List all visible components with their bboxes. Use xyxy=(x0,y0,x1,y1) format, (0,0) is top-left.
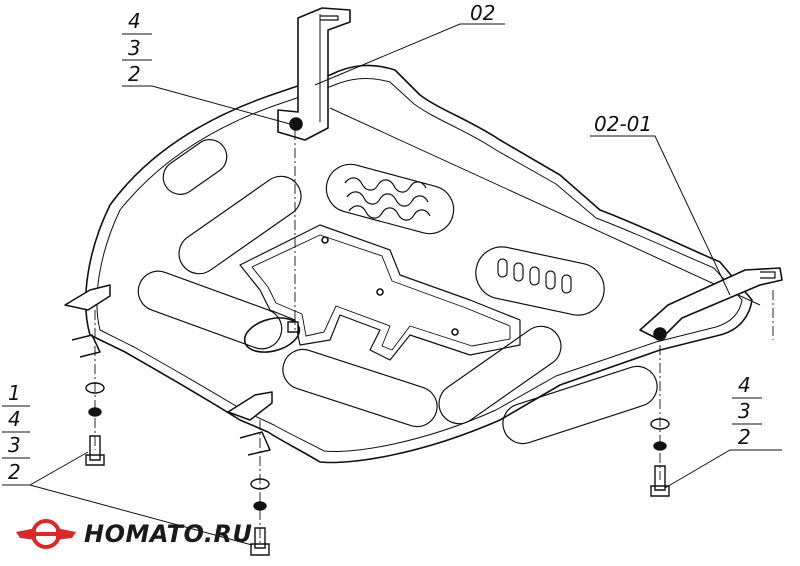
central-channel xyxy=(239,224,521,361)
rib xyxy=(178,175,302,275)
vent-slot xyxy=(561,274,572,294)
leader xyxy=(122,85,291,125)
mid-tab-slot xyxy=(239,431,271,456)
leader xyxy=(664,449,782,489)
mid-tab xyxy=(227,391,273,421)
logo-bar xyxy=(36,532,56,536)
vent-slot xyxy=(348,205,431,221)
bracket-top-nut xyxy=(289,117,303,131)
bracket-right xyxy=(639,267,783,341)
callout-right-0: 4 xyxy=(738,373,751,397)
plate-inner-edge xyxy=(96,78,743,452)
bracket-right-nut xyxy=(653,327,667,341)
central-channel-inner xyxy=(251,234,511,351)
callout-top-left-1: 3 xyxy=(128,36,141,60)
leader xyxy=(590,135,731,296)
rib xyxy=(162,139,228,195)
vent-slot xyxy=(344,177,427,193)
callout-left-0: 1 xyxy=(8,381,21,405)
callout-labels: 4 3 2 02 02-01 4 3 2 1 4 3 2 xyxy=(8,1,751,484)
rib xyxy=(438,325,562,425)
vent-slots-right xyxy=(497,258,572,294)
bolt xyxy=(650,465,670,497)
vent-slot xyxy=(513,262,524,282)
vent-slots-top xyxy=(344,177,431,221)
callout-left-2: 3 xyxy=(8,433,21,457)
winged-logo-icon xyxy=(16,519,76,549)
callout-left-1: 4 xyxy=(8,407,21,431)
drain-recess xyxy=(243,317,301,353)
leader-lines xyxy=(2,23,782,546)
rib xyxy=(282,348,438,428)
bolt xyxy=(287,321,299,333)
callout-top-left-0: 4 xyxy=(128,9,141,33)
logo-wing-left xyxy=(16,528,36,540)
left-tab-brackets xyxy=(64,284,273,456)
bracket-top xyxy=(277,7,351,141)
brand-logo: HOMATO.RU xyxy=(14,512,252,556)
callout-top-left-2: 2 xyxy=(128,62,141,86)
stamped-ribs xyxy=(137,139,658,445)
bracket-right-body xyxy=(639,267,783,341)
vent-slot xyxy=(497,258,508,278)
rib xyxy=(475,246,605,316)
bracket-top-fold xyxy=(297,14,321,122)
mount-hole xyxy=(376,288,384,296)
left-tab-slot xyxy=(71,334,101,358)
bolt xyxy=(85,435,105,466)
callout-bracket-top: 02 xyxy=(470,1,495,25)
plate-outline xyxy=(85,64,753,464)
bracket-top-slot xyxy=(320,15,339,21)
plate-fold-line xyxy=(329,107,761,306)
callout-right-2: 2 xyxy=(738,425,751,449)
left-tab xyxy=(64,284,111,311)
callout-left-3: 2 xyxy=(8,460,21,484)
bracket-top-body xyxy=(277,7,351,141)
rib xyxy=(137,270,283,350)
skid-plate xyxy=(85,64,761,464)
logo-wing-right xyxy=(56,528,76,540)
center-lines xyxy=(94,130,774,545)
rib xyxy=(502,365,658,445)
logo-ring xyxy=(31,519,61,549)
vent-slot xyxy=(346,191,429,207)
rib xyxy=(325,163,455,235)
bracket-right-slot xyxy=(760,271,776,279)
mount-hole xyxy=(451,328,459,336)
callout-bracket-right: 02-01 xyxy=(594,112,652,136)
logo-text: HOMATO.RU xyxy=(84,520,253,548)
vent-slot xyxy=(529,266,540,286)
leader xyxy=(29,484,253,546)
vent-slot xyxy=(545,270,556,290)
callout-right-1: 3 xyxy=(738,399,751,423)
leader xyxy=(314,23,505,86)
mount-hole xyxy=(321,236,329,244)
